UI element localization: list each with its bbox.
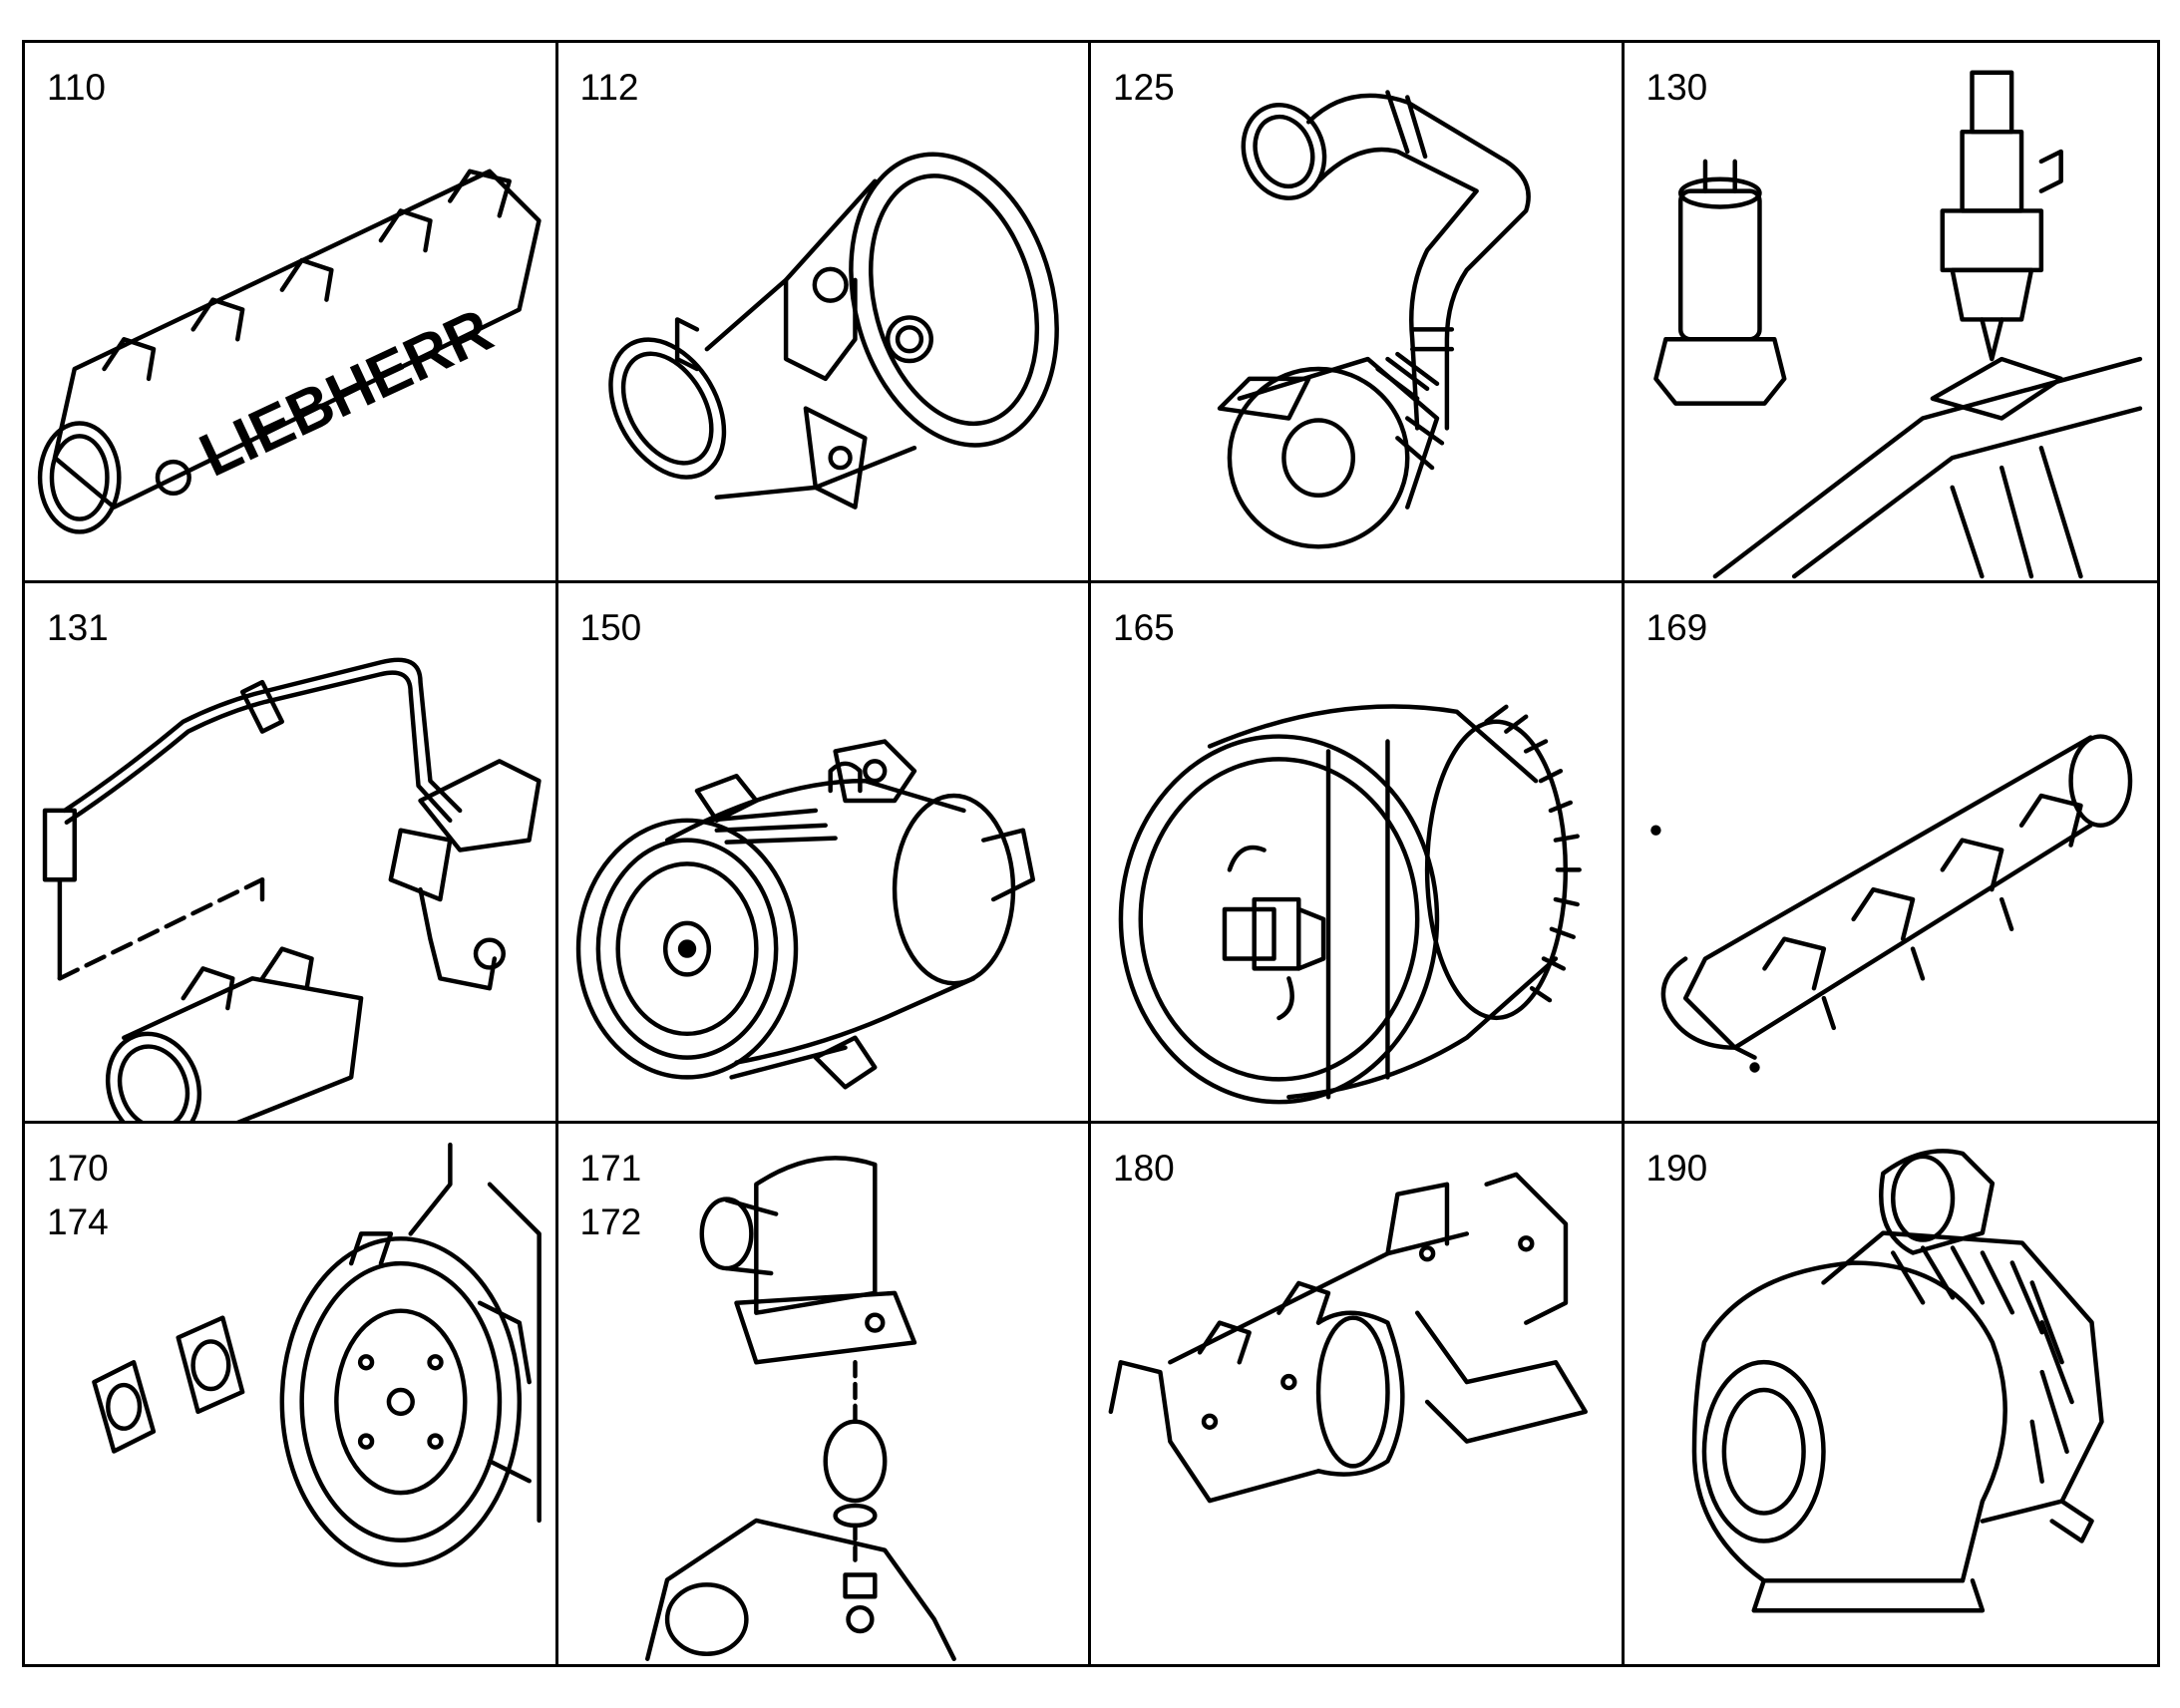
part-number: 170 174: [47, 1148, 109, 1242]
part-number: 190: [1645, 1148, 1708, 1189]
part-cell-150[interactable]: 150: [557, 583, 1091, 1124]
part-number: 131: [47, 607, 109, 648]
part-cell-165[interactable]: 165: [1091, 583, 1625, 1124]
part-cell-110[interactable]: 110 LIEBHERR: [25, 43, 558, 583]
heater-plug-icon: [1652, 70, 2142, 579]
thermostat-housing-icon: [644, 1156, 956, 1661]
part-cell-131[interactable]: 131: [25, 583, 558, 1124]
turbocharger-icon: [1691, 1149, 2104, 1613]
water-pump-hose-icon: [1217, 90, 1531, 549]
exhaust-elbow-icon: [1108, 1172, 1589, 1504]
part-number: 130: [1645, 67, 1708, 108]
part-cell-130[interactable]: 130: [1624, 43, 2157, 583]
part-cell-180[interactable]: 180: [1091, 1124, 1625, 1664]
part-number: 165: [1113, 607, 1175, 648]
part-cell-190[interactable]: 190: [1625, 1124, 2158, 1664]
flywheel-housing-icon: [92, 1142, 542, 1567]
part-number: 180: [1113, 1148, 1175, 1189]
intake-manifold-icon: LIEBHERR: [37, 169, 542, 534]
part-cell-125[interactable]: 125: [1091, 43, 1625, 583]
part-cell-112[interactable]: 112: [557, 43, 1091, 583]
part-number: 150: [579, 607, 642, 648]
part-cell-170-174[interactable]: 170 174: [25, 1124, 558, 1664]
part-number: 125: [1113, 67, 1175, 108]
part-cell-171-172[interactable]: 171 172: [558, 1124, 1091, 1664]
intake-elbow-icon: [607, 152, 1059, 510]
heater-line-icon: [42, 657, 542, 1121]
part-number: 171 172: [579, 1148, 642, 1242]
fan-clutch-icon: [1118, 704, 1582, 1105]
part-number: 112: [579, 67, 639, 108]
liebherr-logo: LIEBHERR: [189, 295, 503, 490]
ac-compressor-icon: [575, 739, 1035, 1090]
exhaust-manifold-icon: [1649, 734, 2132, 1073]
part-number: 169: [1645, 607, 1708, 648]
part-cell-169[interactable]: 169: [1624, 583, 2157, 1124]
parts-grid: 110 LIEBHERR 112: [22, 40, 2160, 1667]
part-number: 110: [47, 67, 106, 108]
